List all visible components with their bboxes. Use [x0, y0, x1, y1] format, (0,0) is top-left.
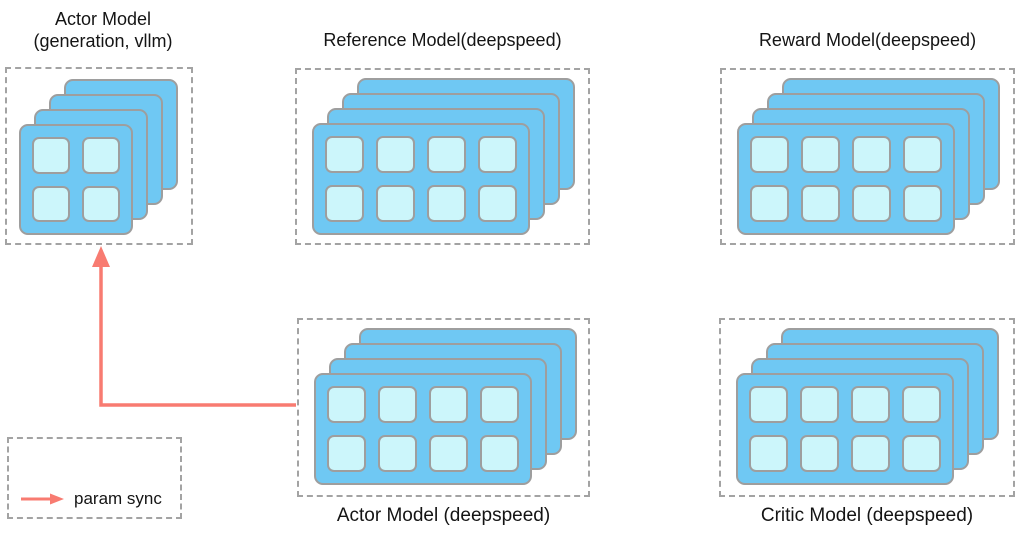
gpu-cell — [427, 185, 466, 222]
gpu-cell — [852, 185, 891, 222]
gpu-cell — [750, 185, 789, 222]
param-sync-arrow-icon — [21, 493, 64, 505]
gpu-cell — [903, 136, 942, 173]
gpu-cell — [800, 386, 839, 423]
actor-deepspeed-label: Actor Model (deepspeed) — [336, 505, 551, 526]
gpu-cell — [429, 386, 468, 423]
legend-label: param sync — [74, 489, 162, 508]
reward-box — [720, 68, 1015, 245]
gpu-card-front — [736, 373, 954, 485]
gpu-cell — [82, 185, 120, 222]
gpu-cell — [82, 137, 120, 174]
gpu-cell — [327, 435, 366, 472]
gpu-cell — [750, 136, 789, 173]
reference-title: Reference Model(deepspeed) — [323, 30, 562, 50]
reward-title: Reward Model(deepspeed) — [758, 30, 977, 50]
gpu-cell — [851, 435, 890, 472]
gpu-cell — [378, 386, 417, 423]
gpu-cell — [851, 386, 890, 423]
gpu-cell — [480, 386, 519, 423]
gpu-cell — [376, 185, 415, 222]
gpu-cell — [800, 435, 839, 472]
gpu-card-front — [737, 123, 955, 235]
gpu-cell — [478, 185, 517, 222]
gpu-cell — [376, 136, 415, 173]
gpu-cell — [427, 136, 466, 173]
gpu-cell — [325, 136, 364, 173]
gpu-cell — [478, 136, 517, 173]
gpu-cell — [801, 136, 840, 173]
legend-box: param sync — [7, 437, 182, 519]
gpu-cell — [801, 185, 840, 222]
actor-generation-title: Actor Model (generation, vllm) — [3, 8, 203, 52]
gpu-cell — [327, 386, 366, 423]
gpu-cell — [902, 435, 941, 472]
actor-deepspeed-box — [297, 318, 590, 497]
gpu-cell — [902, 386, 941, 423]
gpu-cell — [480, 435, 519, 472]
reference-box — [295, 68, 590, 245]
gpu-cell — [749, 386, 788, 423]
gpu-cell — [429, 435, 468, 472]
gpu-card-front — [314, 373, 532, 485]
gpu-cell — [325, 185, 364, 222]
gpu-cell — [903, 185, 942, 222]
gpu-cell — [32, 185, 70, 222]
gpu-cell — [852, 136, 891, 173]
actor-generation-title-line1: Actor Model — [54, 9, 152, 29]
gpu-cell — [378, 435, 417, 472]
gpu-card-front — [312, 123, 530, 235]
gpu-card-front — [19, 124, 133, 235]
gpu-cell — [32, 137, 70, 174]
actor-generation-title-line2: (generation, vllm) — [33, 31, 173, 51]
critic-box — [719, 318, 1015, 497]
gpu-cell — [749, 435, 788, 472]
critic-label: Critic Model (deepspeed) — [760, 505, 974, 526]
actor-generation-box — [5, 67, 193, 245]
legend-row: param sync — [19, 489, 162, 509]
